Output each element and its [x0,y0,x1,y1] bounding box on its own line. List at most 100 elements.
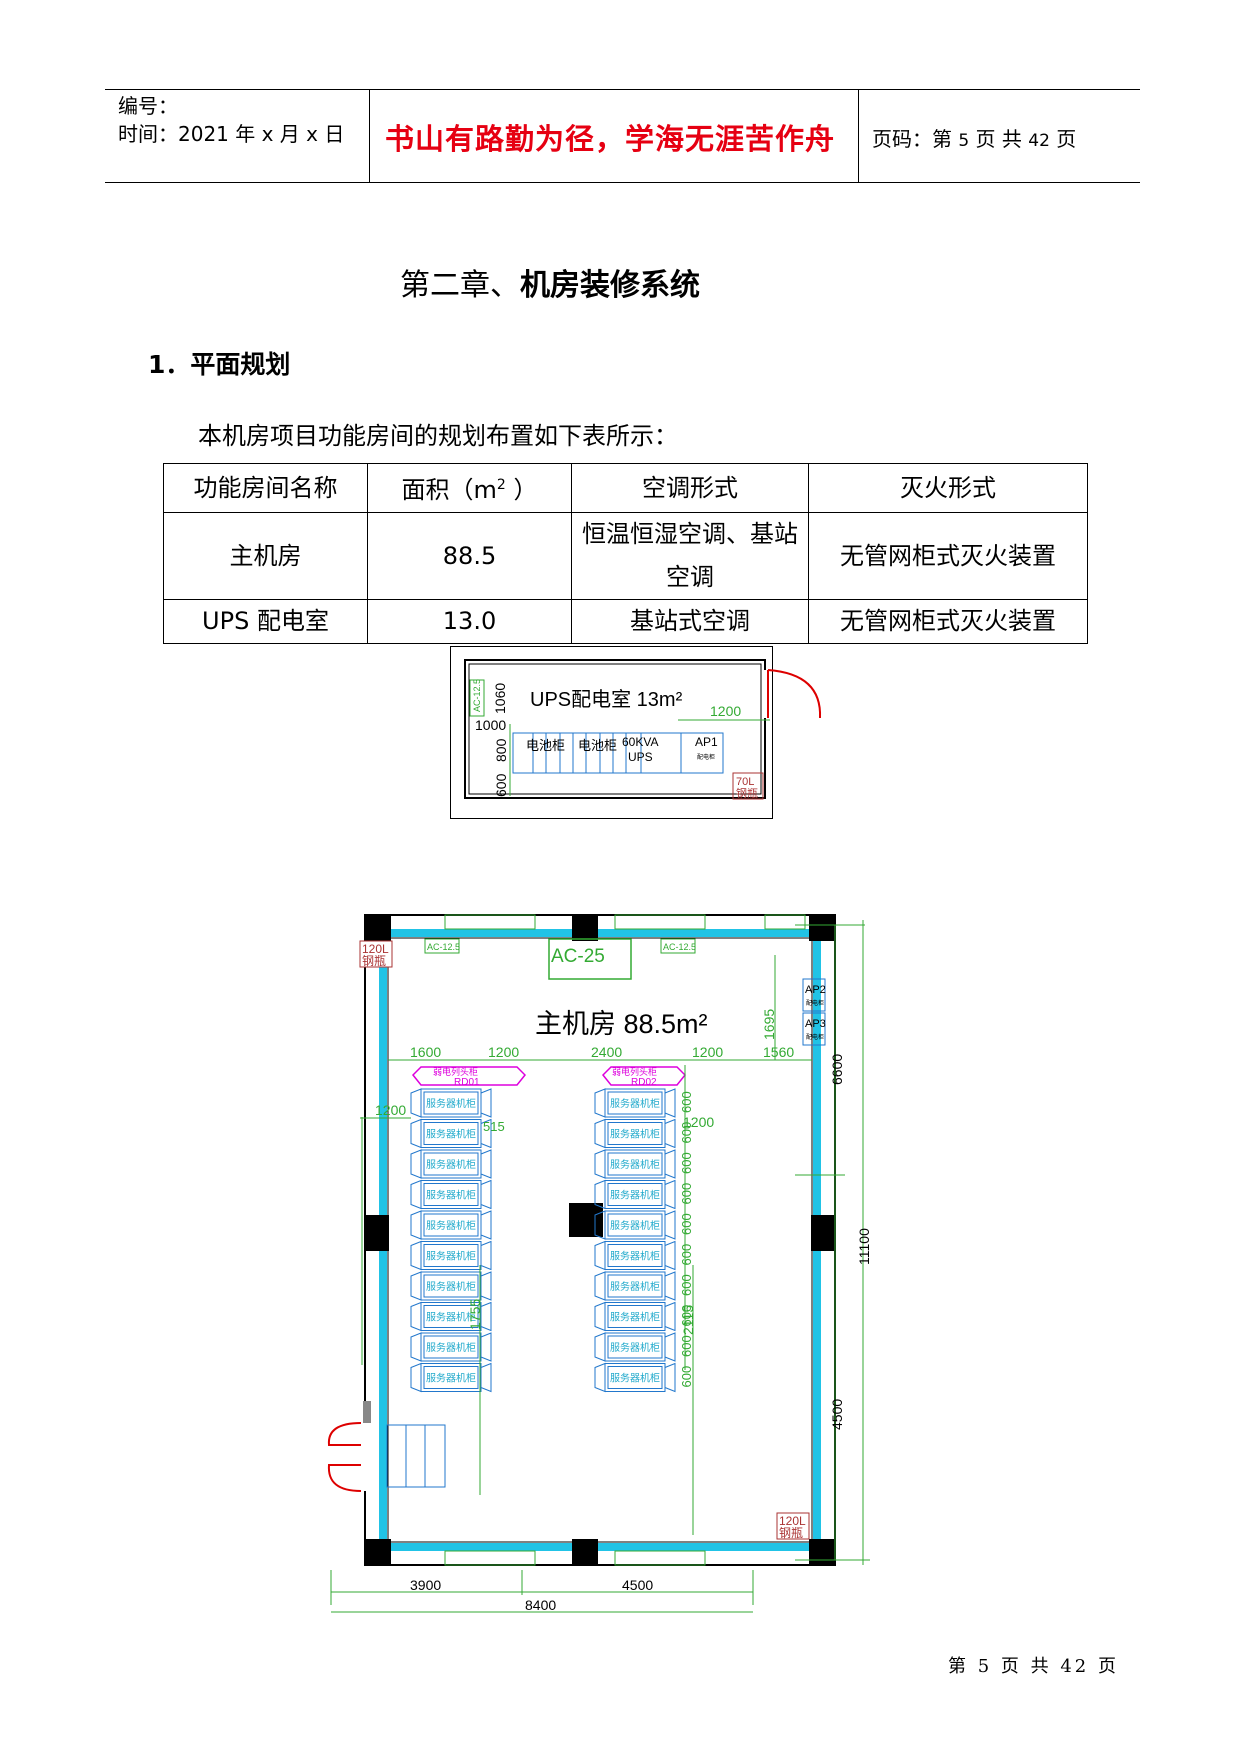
column [572,915,598,941]
dim-label: 1200 [683,1114,714,1130]
ups-dim-600: 600 [493,773,509,797]
server-cabinet: 服务器机柜 [594,1149,676,1179]
page-current: 5 [958,131,970,151]
dim-label: 3900 [410,1577,441,1593]
ramp-outline [386,1424,446,1488]
ac-large-label: AC-25 [551,946,605,967]
cylinder-volume: 120L [362,942,389,956]
dim-label: 1755 [467,1299,483,1330]
ups-dim-1000: 1000 [475,717,506,733]
ap3-sub-label: 配电柜 [806,1033,824,1041]
cabinet-door-swing [664,1362,676,1393]
ups-gas-cylinder [732,772,764,800]
window-bands [444,914,806,1566]
head-cabinet-id: RD02 [631,1077,657,1088]
section-heading: 1．平面规划 [148,350,291,379]
server-cabinet: 服务器机柜 [594,1332,676,1362]
table-cell: 无管网柜式灭火装置 [808,599,1088,644]
server-cabinet: 服务器机柜 [594,1210,676,1240]
dim-label: 1200 [375,1102,406,1118]
ap1-label: AP1 [695,735,718,749]
dim-label: 6600 [829,1054,845,1085]
cabinet-label: 服务器机柜 [426,1311,476,1324]
cabinet-label: 服务器机柜 [426,1128,476,1141]
main-room-title: 主机房 88.5m² [535,1009,708,1039]
cabinet-door-swing [410,1301,422,1332]
cabinet-label: 服务器机柜 [426,1280,476,1293]
server-cabinet: 服务器机柜 [410,1332,492,1362]
server-cabinet: 服务器机柜 [594,1088,676,1118]
head-cabinet-shape [411,1066,527,1086]
cabinet-label: 服务器机柜 [610,1158,660,1171]
row-dim-label: 600 [679,1244,694,1266]
cabinet-door-swing [664,1149,676,1179]
chapter-heading: 第二章、机房装修系统 [0,260,1100,304]
server-cabinet: 服务器机柜 [410,1301,492,1332]
server-cabinet: 服务器机柜 [410,1179,492,1210]
table-cell: 88.5 [367,512,572,600]
cabinet-door-swing [664,1179,676,1210]
window [764,914,806,930]
server-row-left: 服务器机柜服务器机柜服务器机柜服务器机柜服务器机柜服务器机柜服务器机柜服务器机柜… [410,1088,492,1393]
ap2-sub-label: 配电柜 [806,999,824,1007]
server-row-right: 服务器机柜服务器机柜服务器机柜服务器机柜服务器机柜服务器机柜服务器机柜服务器机柜… [594,1088,676,1393]
ac-small-unit [660,938,696,954]
cabinet-inner [423,1274,479,1298]
head-cabinet-rd02: 弱电列头柜 RD02 [601,1066,687,1088]
cabinet-door-swing [664,1301,676,1332]
cabinet-door-swing [480,1210,492,1240]
ups-dim-1060: 1060 [492,683,508,714]
dim-label: 515 [483,1119,505,1134]
header-top-rule [105,89,1140,90]
cabinet-door-swing [480,1301,492,1332]
cabinet-label: 服务器机柜 [610,1311,660,1324]
ups-room-title: UPS配电室 13m² [530,688,683,711]
header-page-info: 页码：第 5 页 共 42 页 [872,123,1076,152]
cabinet-door-swing [664,1271,676,1301]
cabinet-inner [607,1305,663,1328]
dim-label: 11100 [856,1228,872,1265]
cabinet-label: 服务器机柜 [426,1097,476,1110]
ups-room-floorplan: AC-12.5 1060 1000 800 600 1200 UPS配电室 13… [450,646,822,819]
cabinet-inner [607,1213,663,1237]
ap2-label: AP2 [805,984,826,996]
page-total: 42 [1028,131,1050,151]
cabinet-inner [607,1335,663,1359]
cabinet-door-swing [594,1301,606,1332]
cabinet-label: 服务器机柜 [426,1158,476,1171]
table-header-cell: 面积（m2 ） [367,463,572,513]
cabinet-inner [423,1183,479,1206]
cabinet-label: 服务器机柜 [610,1219,660,1232]
ap3-label: AP3 [805,1018,826,1030]
column [365,1539,391,1565]
header-bottom-rule [105,182,1140,183]
cabinet-inner [607,1152,663,1176]
row-dim-label: 600 [679,1366,694,1388]
cabinet-inner [423,1122,479,1145]
cabinet-label: 服务器机柜 [610,1250,660,1263]
chapter-title: 机房装修系统 [520,268,700,303]
cabinet-inner [423,1091,479,1115]
ups-capacity-label: 60KVA [622,735,658,749]
page-footer: 第 5 页 共 42 页 [948,1656,1119,1677]
server-cabinet: 服务器机柜 [410,1149,492,1179]
server-cabinet: 服务器机柜 [410,1210,492,1240]
cabinet-label: 服务器机柜 [610,1128,660,1141]
window [444,1550,536,1566]
page-mid: 页 共 [975,127,1022,151]
table-header-row: 功能房间名称 面积（m2 ） 空调形式 灭火形式 [163,463,1088,513]
cabinet-door-swing [594,1240,606,1271]
cabinet-inner [423,1244,479,1267]
main-room-floorplan: AC-12.5 AC-12.5 AC-25 120L 钢瓶 120L 钢瓶 AP… [327,914,872,1613]
cabinet-door-swing [594,1149,606,1179]
ac-small-label: AC-12.5 [663,942,696,952]
column [572,1539,598,1565]
main-door-swing [327,1422,362,1492]
row-dim-label: 600 [679,1152,694,1174]
cabinet-door-swing [594,1332,606,1362]
table-cell: 基站式空调 [571,599,809,644]
table-cell: 主机房 [163,512,368,600]
cabinet-door-swing [664,1088,676,1118]
table-header-cell: 空调形式 [571,463,809,513]
row-dim-label: 600 [679,1274,694,1296]
